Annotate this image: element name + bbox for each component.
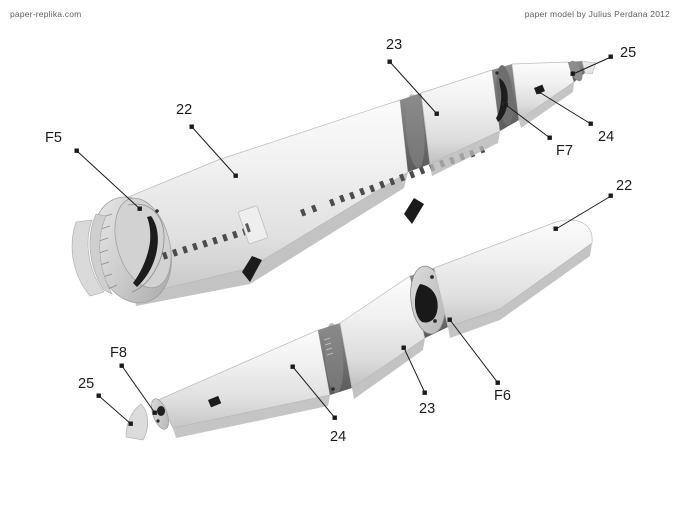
- part-22-lower-barrel: [433, 219, 593, 338]
- door-outline-upper: [238, 205, 268, 245]
- callout-label-22-top: 22: [176, 102, 193, 118]
- callout-label-22-mid: 22: [616, 178, 633, 194]
- part-25-lower-gusset: [125, 403, 148, 441]
- credit-author: paper model by Julius Perdana 2012: [524, 9, 670, 19]
- part-F5-nose-former: [71, 196, 172, 304]
- callout-label-25-low: 25: [78, 376, 95, 392]
- callout-label-F7: F7: [556, 143, 573, 159]
- part-25-tail-tip: [568, 60, 597, 82]
- callout-label-F6: F6: [494, 388, 511, 404]
- upper-fuselage-assembly: F7: [71, 60, 597, 306]
- callout-label-23-top: 23: [386, 37, 403, 53]
- callout-label-24-top: 24: [598, 129, 615, 145]
- part-23-upper-barrel: [420, 69, 501, 176]
- part-F8-former: [151, 398, 169, 430]
- part-24-lower-taper: [157, 329, 331, 438]
- wing-root-openings-upper: [242, 198, 424, 282]
- part-F6-former: [410, 265, 448, 338]
- callout-label-25-top: 25: [620, 45, 637, 61]
- leader-lines: [74, 54, 613, 426]
- band-ring-lower-fwd: [318, 323, 352, 395]
- callout-label-24-low: 24: [330, 429, 347, 445]
- credit-website: paper-replika.com: [10, 9, 82, 19]
- band-ring-upper-fwd: [400, 93, 430, 172]
- part-F7-former: F7: [492, 64, 519, 131]
- callout-label-23-low: 23: [419, 401, 436, 417]
- callout-label-F8: F8: [110, 345, 127, 361]
- callout-label-F5: F5: [45, 130, 62, 146]
